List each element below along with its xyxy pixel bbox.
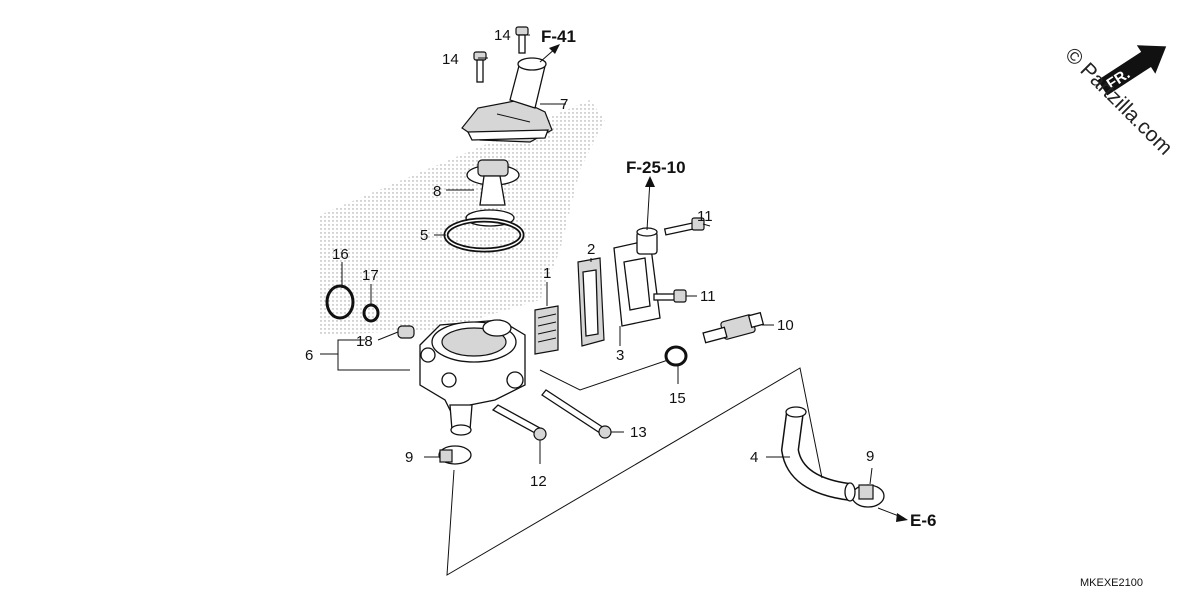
callout-16: 16 <box>332 246 349 263</box>
callout-15: 15 <box>669 390 686 407</box>
reference-arrow-e6 <box>877 507 908 522</box>
callout-14: 14 <box>442 51 459 68</box>
reference-f25-10: F-25-10 <box>626 158 686 177</box>
callout-11: 11 <box>700 288 716 305</box>
temperature-sensor-part-10 <box>702 311 765 344</box>
reference-f41: F-41 <box>541 27 576 46</box>
callout-14: 14 <box>494 27 511 44</box>
bolt-part-12 <box>491 404 547 441</box>
callout-3: 3 <box>616 347 624 364</box>
bolt-part-11-lower <box>653 289 687 303</box>
o-ring-part-16 <box>325 284 355 320</box>
callout-11: 11 <box>697 208 713 225</box>
hose-clamp-part-9-right <box>851 484 885 508</box>
callout-8: 8 <box>433 183 441 200</box>
callout-2: 2 <box>587 241 595 258</box>
callout-7: 7 <box>560 96 568 113</box>
callout-9: 9 <box>866 448 874 465</box>
callout-5: 5 <box>420 227 428 244</box>
water-joint-part-3 <box>613 227 661 327</box>
hose-clamp-part-9-left <box>438 445 472 465</box>
thermostat-cover-part-7 <box>461 57 553 143</box>
shaded-background-band <box>320 100 605 335</box>
water-hose-part-4 <box>780 406 856 502</box>
callout-13: 13 <box>630 424 647 441</box>
callout-6: 6 <box>305 347 313 364</box>
bolt-part-13 <box>541 389 612 439</box>
callout-1: 1 <box>543 265 551 282</box>
callout-9: 9 <box>405 449 413 466</box>
callout-17: 17 <box>362 267 379 284</box>
diagram-code: MKEXE2100 <box>1080 577 1143 589</box>
callout-4: 4 <box>750 449 758 466</box>
callout-10: 10 <box>777 317 794 334</box>
reference-arrow-f41 <box>539 44 560 63</box>
bolt-part-11-upper <box>663 217 705 236</box>
filter-part-1 <box>534 305 559 355</box>
bolt-part-14-top <box>515 26 529 54</box>
reference-arrow-f2510 <box>645 176 655 231</box>
gasket-part-2 <box>577 257 605 347</box>
thermostat-housing-part-6 <box>419 319 526 436</box>
callout-12: 12 <box>530 473 547 490</box>
dowel-pin-part-18 <box>397 325 415 339</box>
callout-18: 18 <box>356 333 373 350</box>
reference-e6: E-6 <box>910 511 936 530</box>
leader-lines <box>320 34 873 576</box>
washer-part-15 <box>664 345 688 367</box>
bolt-part-14-left <box>473 51 487 83</box>
